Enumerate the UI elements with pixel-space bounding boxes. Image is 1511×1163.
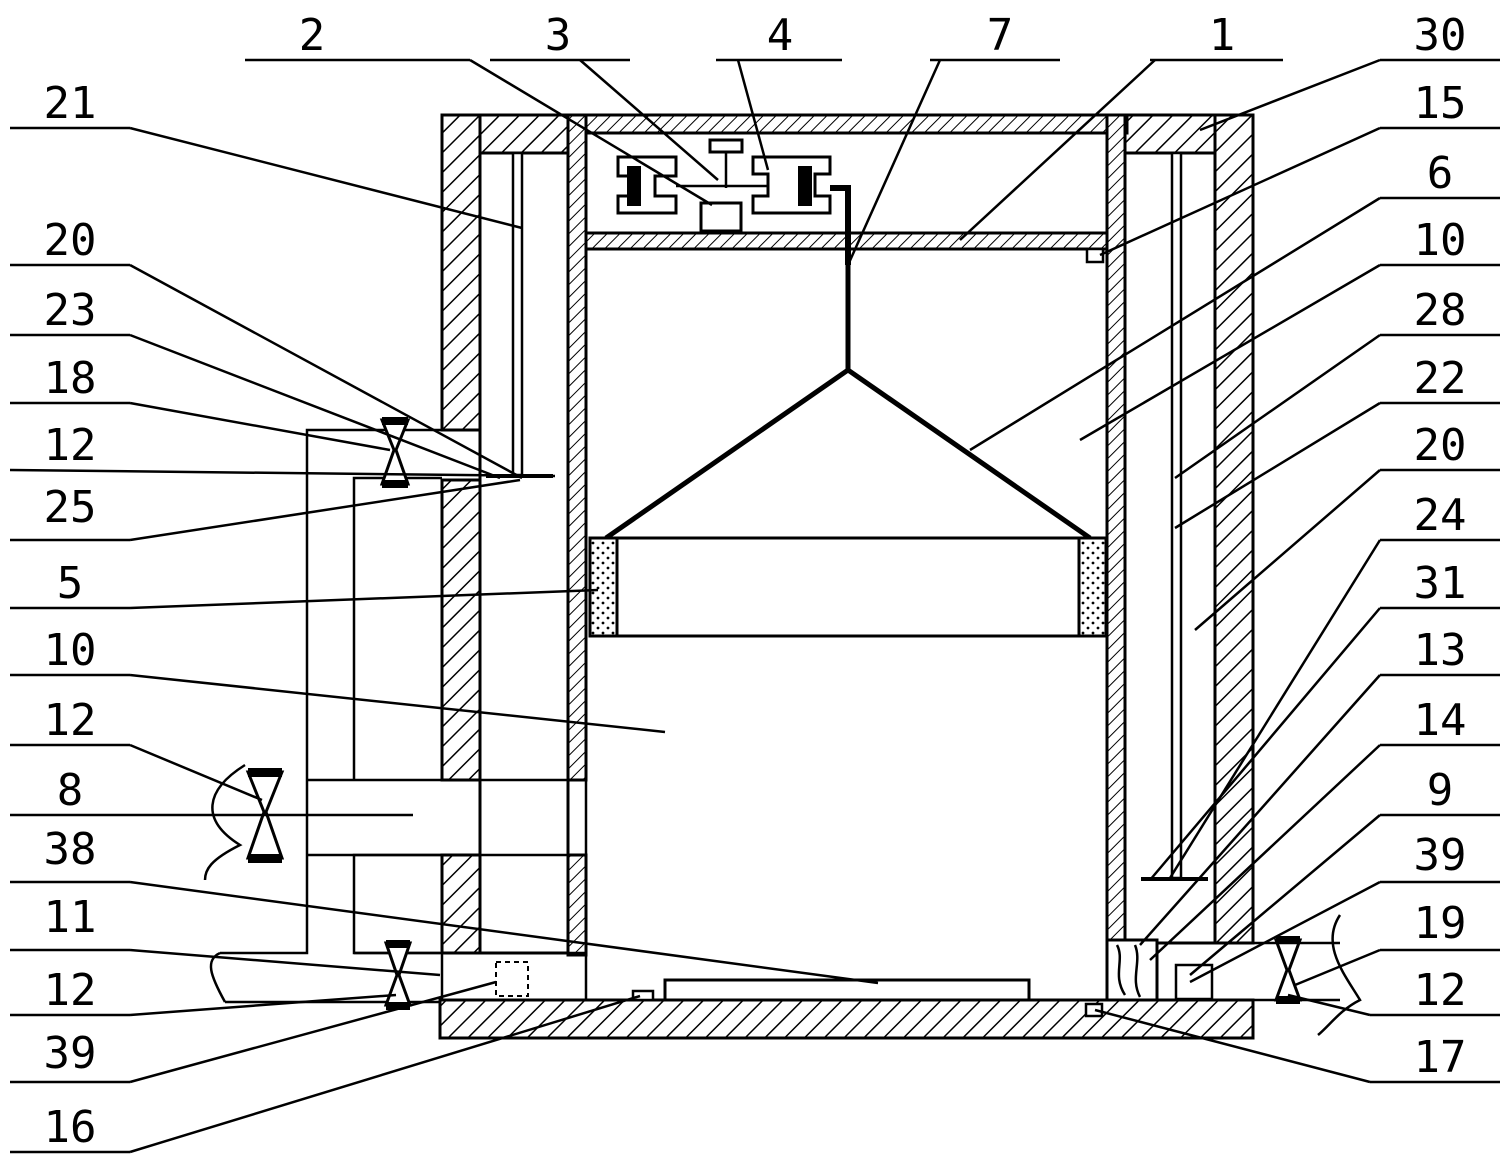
label-right: 24: [1414, 490, 1467, 541]
valve-icon: [1273, 936, 1303, 1004]
label-1: 1: [1209, 10, 1236, 61]
label-right: 13: [1414, 625, 1467, 676]
left-pipes: [203, 428, 588, 1004]
label-right: 12: [1414, 965, 1467, 1016]
valve-icon: [383, 940, 413, 1010]
label-left: 25: [44, 482, 97, 533]
label-right: 6: [1427, 148, 1454, 199]
label-left: 20: [44, 215, 97, 266]
label-left: 12: [44, 965, 97, 1016]
left-chamber: [478, 151, 570, 955]
label-2: 2: [299, 10, 326, 61]
label-right: 14: [1414, 695, 1467, 746]
label-left: 10: [44, 625, 97, 676]
label-left: 8: [57, 765, 84, 816]
bottom-plate: [631, 978, 1104, 1018]
top-labels: 2 3 4 7 1: [299, 10, 1236, 61]
label-left: 11: [44, 892, 97, 943]
label-3: 3: [545, 10, 572, 61]
label-left: 16: [44, 1102, 97, 1153]
label-left: 5: [57, 558, 84, 609]
label-left: 12: [44, 695, 97, 746]
label-4: 4: [767, 10, 794, 61]
motor-assembly: [616, 138, 851, 265]
label-7: 7: [987, 10, 1014, 61]
hanging-frame: [588, 265, 1108, 638]
label-right: 17: [1414, 1032, 1467, 1083]
label-left: 39: [44, 1028, 97, 1079]
leader-lines: [9, 58, 1500, 1154]
right-labels: 30 15 6 10 28 22 20 24 31 13 14 9 39 19 …: [1414, 10, 1467, 1083]
left-labels: 21 20 23 18 12 25 5 10 12 8 38 11 12 39 …: [44, 78, 97, 1153]
valve-icon: [379, 417, 411, 488]
label-right: 9: [1427, 765, 1454, 816]
label-left: 23: [44, 285, 97, 336]
label-left: 38: [44, 824, 97, 875]
label-right: 39: [1414, 830, 1467, 881]
label-left: 12: [44, 420, 97, 471]
label-right: 30: [1414, 10, 1467, 61]
right-chamber: [1123, 151, 1217, 945]
label-left: 21: [44, 78, 97, 129]
label-right: 10: [1414, 215, 1467, 266]
outer-housing: [438, 113, 1255, 1040]
label-right: 20: [1414, 420, 1467, 471]
label-right: 22: [1414, 353, 1467, 404]
label-right: 31: [1414, 558, 1467, 609]
label-right: 15: [1414, 78, 1467, 129]
label-right: 28: [1414, 285, 1467, 336]
label-left: 18: [44, 353, 97, 404]
label-right: 19: [1414, 898, 1467, 949]
